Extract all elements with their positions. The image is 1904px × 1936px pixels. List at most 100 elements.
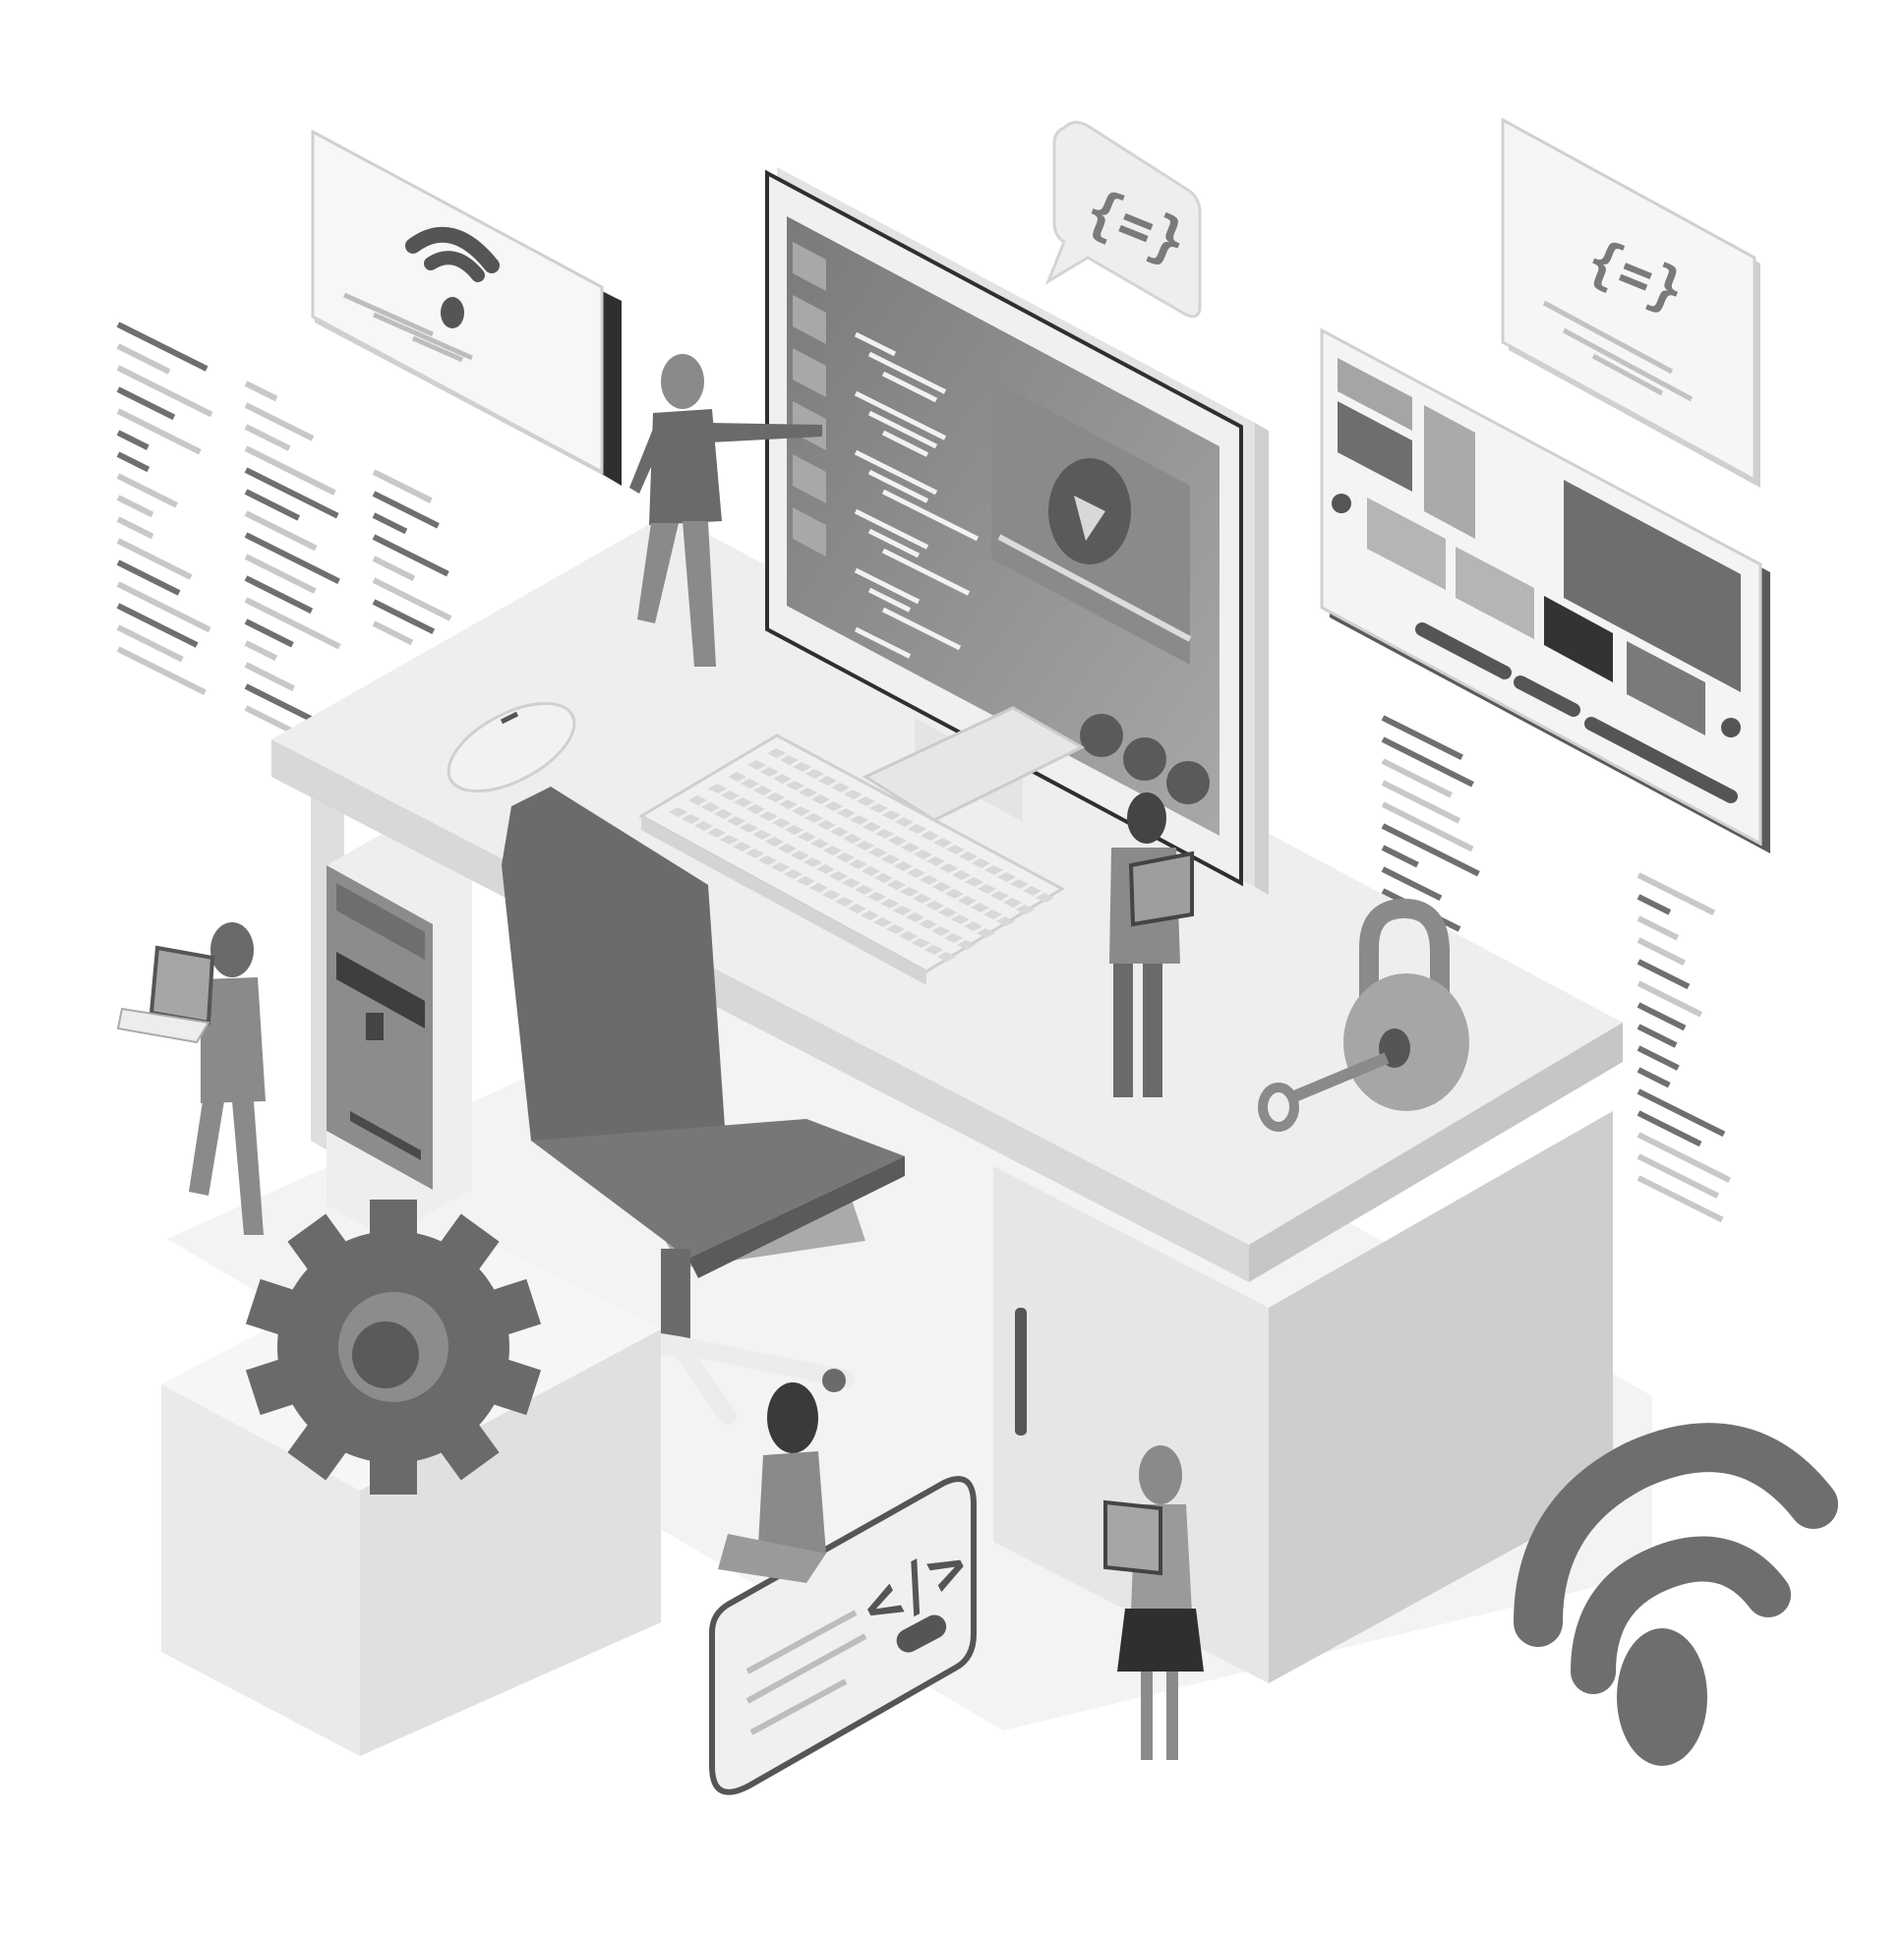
keyboard-key [983, 909, 1002, 919]
keyboard-key [817, 820, 836, 830]
sitting-woman-figure [718, 1382, 826, 1583]
keyboard-key [1010, 879, 1029, 889]
screen-code-line [881, 548, 971, 596]
keyboard-key [746, 804, 765, 814]
gear-icon [245, 1200, 542, 1495]
keyboard-key [920, 875, 938, 885]
keyboard-key [964, 921, 982, 931]
keyboard-key [747, 760, 766, 770]
keyboard-key [893, 906, 912, 915]
gear-icon [1080, 714, 1123, 757]
keyboard-key [895, 817, 914, 827]
keyboard-key [996, 916, 1015, 926]
keyboard-key [780, 755, 799, 765]
code-line [1381, 801, 1474, 852]
keyboard-key [997, 872, 1016, 882]
keyboard-key [926, 856, 945, 866]
code-line [1636, 937, 1686, 966]
keyboard-key [836, 852, 855, 862]
code-line [1636, 1045, 1680, 1071]
keyboard-key [793, 762, 811, 772]
keyboard-key [952, 870, 971, 880]
keyboard-key [933, 838, 952, 848]
keyboard-key [728, 772, 746, 782]
keyboard-key [835, 897, 854, 907]
code-line [116, 473, 179, 508]
code-line [244, 381, 278, 402]
screen-code-lines [854, 331, 980, 659]
screen-code-line [854, 567, 921, 605]
code-line [116, 322, 208, 372]
keyboard-key [798, 832, 816, 842]
keyboard-key [924, 945, 943, 955]
code-line [372, 469, 433, 503]
code-line [1636, 1153, 1720, 1200]
code-line [1381, 715, 1463, 760]
desktop-tower [327, 816, 472, 1237]
code-line [372, 577, 452, 621]
presenter-figure [629, 354, 822, 667]
code-line [1636, 915, 1680, 941]
keyboard-key [818, 776, 837, 786]
keyboard-key [816, 864, 835, 874]
code-line [116, 581, 211, 633]
keyboard-key [869, 803, 888, 813]
keyboard-key [745, 849, 764, 858]
code-line [372, 556, 416, 582]
wifi-panel [311, 129, 622, 486]
keyboard-key [894, 861, 913, 871]
padlock-icon [1343, 898, 1469, 1111]
keyboard-key [779, 799, 798, 809]
keyboard-key [978, 884, 996, 894]
keyboard-key [938, 908, 957, 917]
keyboard-key [843, 834, 862, 844]
keyboard-key [857, 796, 875, 806]
code-line [1636, 959, 1691, 990]
keyboard-key [811, 794, 830, 804]
code-line [244, 662, 295, 691]
code-line [116, 430, 149, 450]
keyboard-key [824, 801, 843, 811]
keyboard-key [861, 910, 879, 920]
keyboard-key [805, 769, 824, 779]
keyboard-key [822, 890, 841, 900]
code-line [1381, 736, 1474, 788]
keyboard-key [740, 823, 758, 833]
keyboard-key [720, 835, 739, 845]
screen-code-line [854, 390, 947, 440]
keyboard-key [785, 825, 803, 835]
screen-code-line [867, 410, 938, 449]
keyboard-key [707, 828, 726, 838]
keyboard-key [809, 883, 828, 893]
code-line [1636, 872, 1715, 916]
keyboard-key [972, 858, 990, 868]
keyboard-key [771, 862, 790, 872]
code-line [1381, 780, 1461, 824]
keyboard-key [803, 857, 822, 867]
keyboard-key [959, 851, 978, 861]
keyboard-key [721, 791, 740, 800]
keyboard-key [767, 748, 786, 758]
code-line [244, 510, 318, 552]
keyboard-key [753, 786, 772, 795]
code-line [244, 575, 314, 615]
code-line [116, 538, 193, 580]
keyboard-key [863, 822, 881, 832]
keyboard-key [791, 851, 809, 860]
code-line [372, 491, 440, 529]
keyboard-key [682, 814, 700, 824]
keyboard-key [804, 813, 823, 823]
code-panel: {=} [1501, 117, 1760, 488]
code-line [116, 386, 176, 421]
code-line [244, 532, 340, 584]
keyboard-key [830, 827, 849, 837]
screen-code-line [854, 508, 929, 550]
keyboard-key [842, 878, 861, 888]
wifi-icon [405, 226, 500, 328]
keyboard-key [874, 873, 893, 883]
keyboard-key [951, 914, 970, 924]
keyboard-key [907, 868, 925, 878]
keyboard-key [708, 784, 727, 793]
keyboard-key [784, 869, 803, 879]
